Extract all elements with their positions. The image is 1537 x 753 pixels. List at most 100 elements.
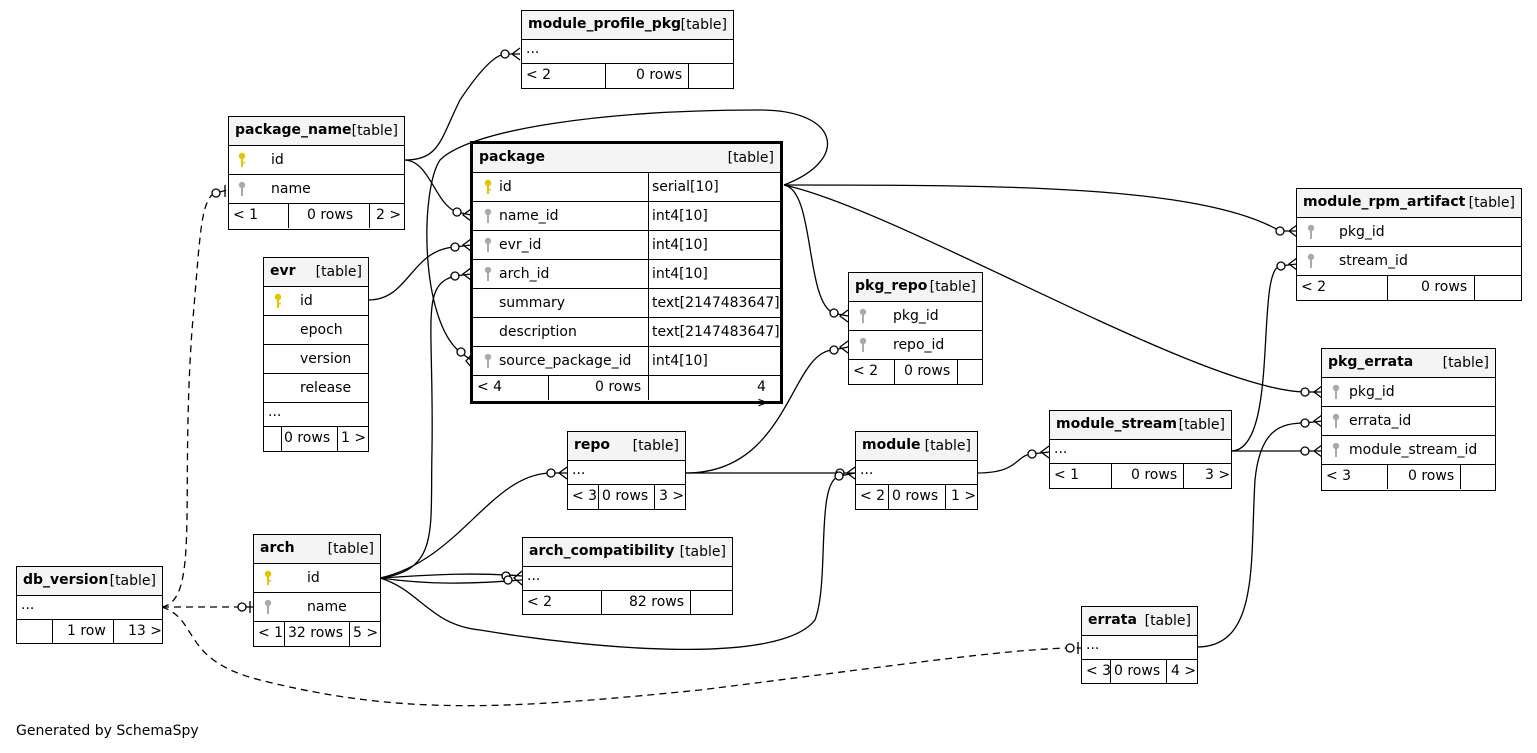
parents-count: < 2 (853, 363, 879, 379)
column-name: name_id (499, 208, 559, 224)
column-name: module_stream_id (1349, 442, 1478, 458)
table-package[interactable]: package [table] id serial[10] name_id in… (470, 141, 783, 411)
table-header: package [table] (473, 144, 780, 173)
column-name: pkg_id (893, 308, 939, 324)
ellipsis-row: ... (856, 461, 977, 485)
column-row: version (264, 345, 368, 374)
column-name: pkg_id (1339, 224, 1385, 240)
table-module[interactable]: module [table] ... < 2 0 rows 1 > (855, 431, 978, 510)
link-package-name-package (403, 159, 472, 216)
table-arch[interactable]: arch [table] id name < 1 32 rows 5 > (253, 534, 381, 647)
link-module-stream-module-rpm-artifact (1230, 263, 1298, 452)
table-header: errata [table] (1082, 607, 1197, 636)
parents-count: < 1 (1054, 467, 1080, 483)
table-module-profile-pkg[interactable]: module_profile_pkg [table] ... < 2 0 row… (521, 10, 734, 89)
foreign-key-icon (1332, 442, 1340, 457)
table-footer: 0 rows 1 > (264, 427, 368, 451)
children-count: 1 > (341, 430, 367, 446)
table-header: module_stream [table] (1050, 411, 1231, 440)
table-type: [table] (680, 17, 727, 33)
parents-count: < 2 (527, 594, 553, 610)
table-type: [table] (1178, 417, 1225, 433)
table-errata[interactable]: errata [table] ... < 3 0 rows 4 > (1081, 606, 1198, 684)
table-footer: 1 row 13 > (17, 620, 162, 644)
ellipsis-row: ... (522, 40, 733, 64)
column-name: epoch (300, 322, 343, 338)
table-name: module (862, 437, 921, 453)
table-footer: < 1 0 rows 2 > (229, 204, 404, 228)
table-name: evr (270, 263, 296, 279)
parents-count: < 4 (477, 379, 503, 395)
table-name: module_rpm_artifact (1303, 194, 1466, 210)
table-pkg-repo[interactable]: pkg_repo [table] pkg_id repo_id < 2 0 ro… (848, 272, 983, 385)
link-package-pkg-errata (783, 184, 1322, 393)
table-arch-compatibility[interactable]: arch_compatibility [table] ... < 2 82 ro… (522, 537, 733, 615)
column-name: arch_id (499, 266, 550, 282)
column-name: stream_id (1339, 253, 1408, 269)
table-header: arch_compatibility [table] (523, 538, 732, 567)
row-count: 0 rows (595, 379, 642, 395)
table-type: [table] (327, 541, 374, 557)
generated-by-note: Generated by SchemaSpy (16, 723, 199, 739)
row-count: 82 rows (629, 594, 685, 610)
column-type: int4[10] (652, 237, 708, 253)
column-name: id (307, 570, 320, 586)
children-count: 4 > (757, 379, 769, 411)
table-name: db_version (23, 572, 109, 588)
column-row: arch_id int4[10] (473, 260, 780, 289)
row-count: 0 rows (892, 488, 939, 504)
column-name: id (271, 152, 284, 168)
table-pkg-errata[interactable]: pkg_errata [table] pkg_id errata_id modu… (1321, 348, 1496, 491)
table-name: package_name (235, 122, 352, 138)
column-type: int4[10] (652, 353, 708, 369)
children-count: 3 > (1205, 467, 1231, 483)
table-name: module_profile_pkg (528, 16, 682, 32)
column-row: source_package_id int4[10] (473, 347, 780, 376)
table-type: [table] (351, 123, 398, 139)
column-name: pkg_id (1349, 384, 1395, 400)
parents-count: < 2 (526, 67, 552, 83)
table-db-version[interactable]: db_version [table] ... 1 row 13 > (16, 566, 163, 644)
table-name: arch (260, 540, 295, 556)
column-row: errata_id (1322, 407, 1495, 436)
column-row: id (229, 146, 404, 175)
link-arch-arch-compatibility-1 (379, 573, 523, 579)
table-footer: < 1 0 rows 3 > (1050, 464, 1231, 488)
table-module-stream[interactable]: module_stream [table] ... < 1 0 rows 3 > (1049, 410, 1232, 489)
column-row: description text[2147483647] (473, 318, 780, 347)
table-header: pkg_errata [table] (1322, 349, 1495, 378)
table-footer: < 1 32 rows 5 > (254, 622, 380, 646)
table-footer: < 3 0 rows 4 > (1082, 660, 1197, 684)
table-header: module_rpm_artifact [table] (1297, 189, 1521, 218)
column-type: text[2147483647] (652, 295, 780, 311)
link-package-name-module-profile-pkg (403, 53, 520, 161)
children-count: 2 > (376, 207, 402, 223)
link-evr-package (367, 244, 472, 301)
column-row: id (254, 564, 380, 593)
children-count: 1 > (951, 488, 977, 504)
column-name: id (300, 293, 313, 309)
parents-count: < 3 (572, 488, 598, 504)
table-repo[interactable]: repo [table] ... < 3 0 rows 3 > (567, 431, 686, 510)
column-type: int4[10] (652, 266, 708, 282)
table-package-name[interactable]: package_name [table] id name < 1 0 rows … (228, 116, 405, 230)
link-errata-pkg-errata (1196, 420, 1323, 648)
table-name: arch_compatibility (529, 543, 675, 559)
table-header: pkg_repo [table] (849, 273, 982, 302)
children-count: 5 > (353, 625, 379, 641)
children-count: 3 > (659, 488, 685, 504)
table-module-rpm-artifact[interactable]: module_rpm_artifact [table] pkg_id strea… (1296, 188, 1522, 301)
column-row: id (264, 287, 368, 316)
table-evr[interactable]: evr [table] id epoch version release ...… (263, 257, 369, 452)
row-count: 0 rows (1421, 279, 1468, 295)
column-type: text[2147483647] (652, 324, 780, 340)
foreign-key-icon (484, 208, 492, 223)
table-footer: < 2 0 rows (522, 64, 733, 88)
column-name: id (499, 179, 512, 195)
table-type: [table] (924, 438, 971, 454)
ellipsis-row: ... (1050, 440, 1231, 464)
column-row: name (254, 593, 380, 622)
foreign-key-icon (859, 308, 867, 323)
ellipsis-row: ... (1082, 636, 1197, 660)
parents-count: < 1 (258, 625, 284, 641)
